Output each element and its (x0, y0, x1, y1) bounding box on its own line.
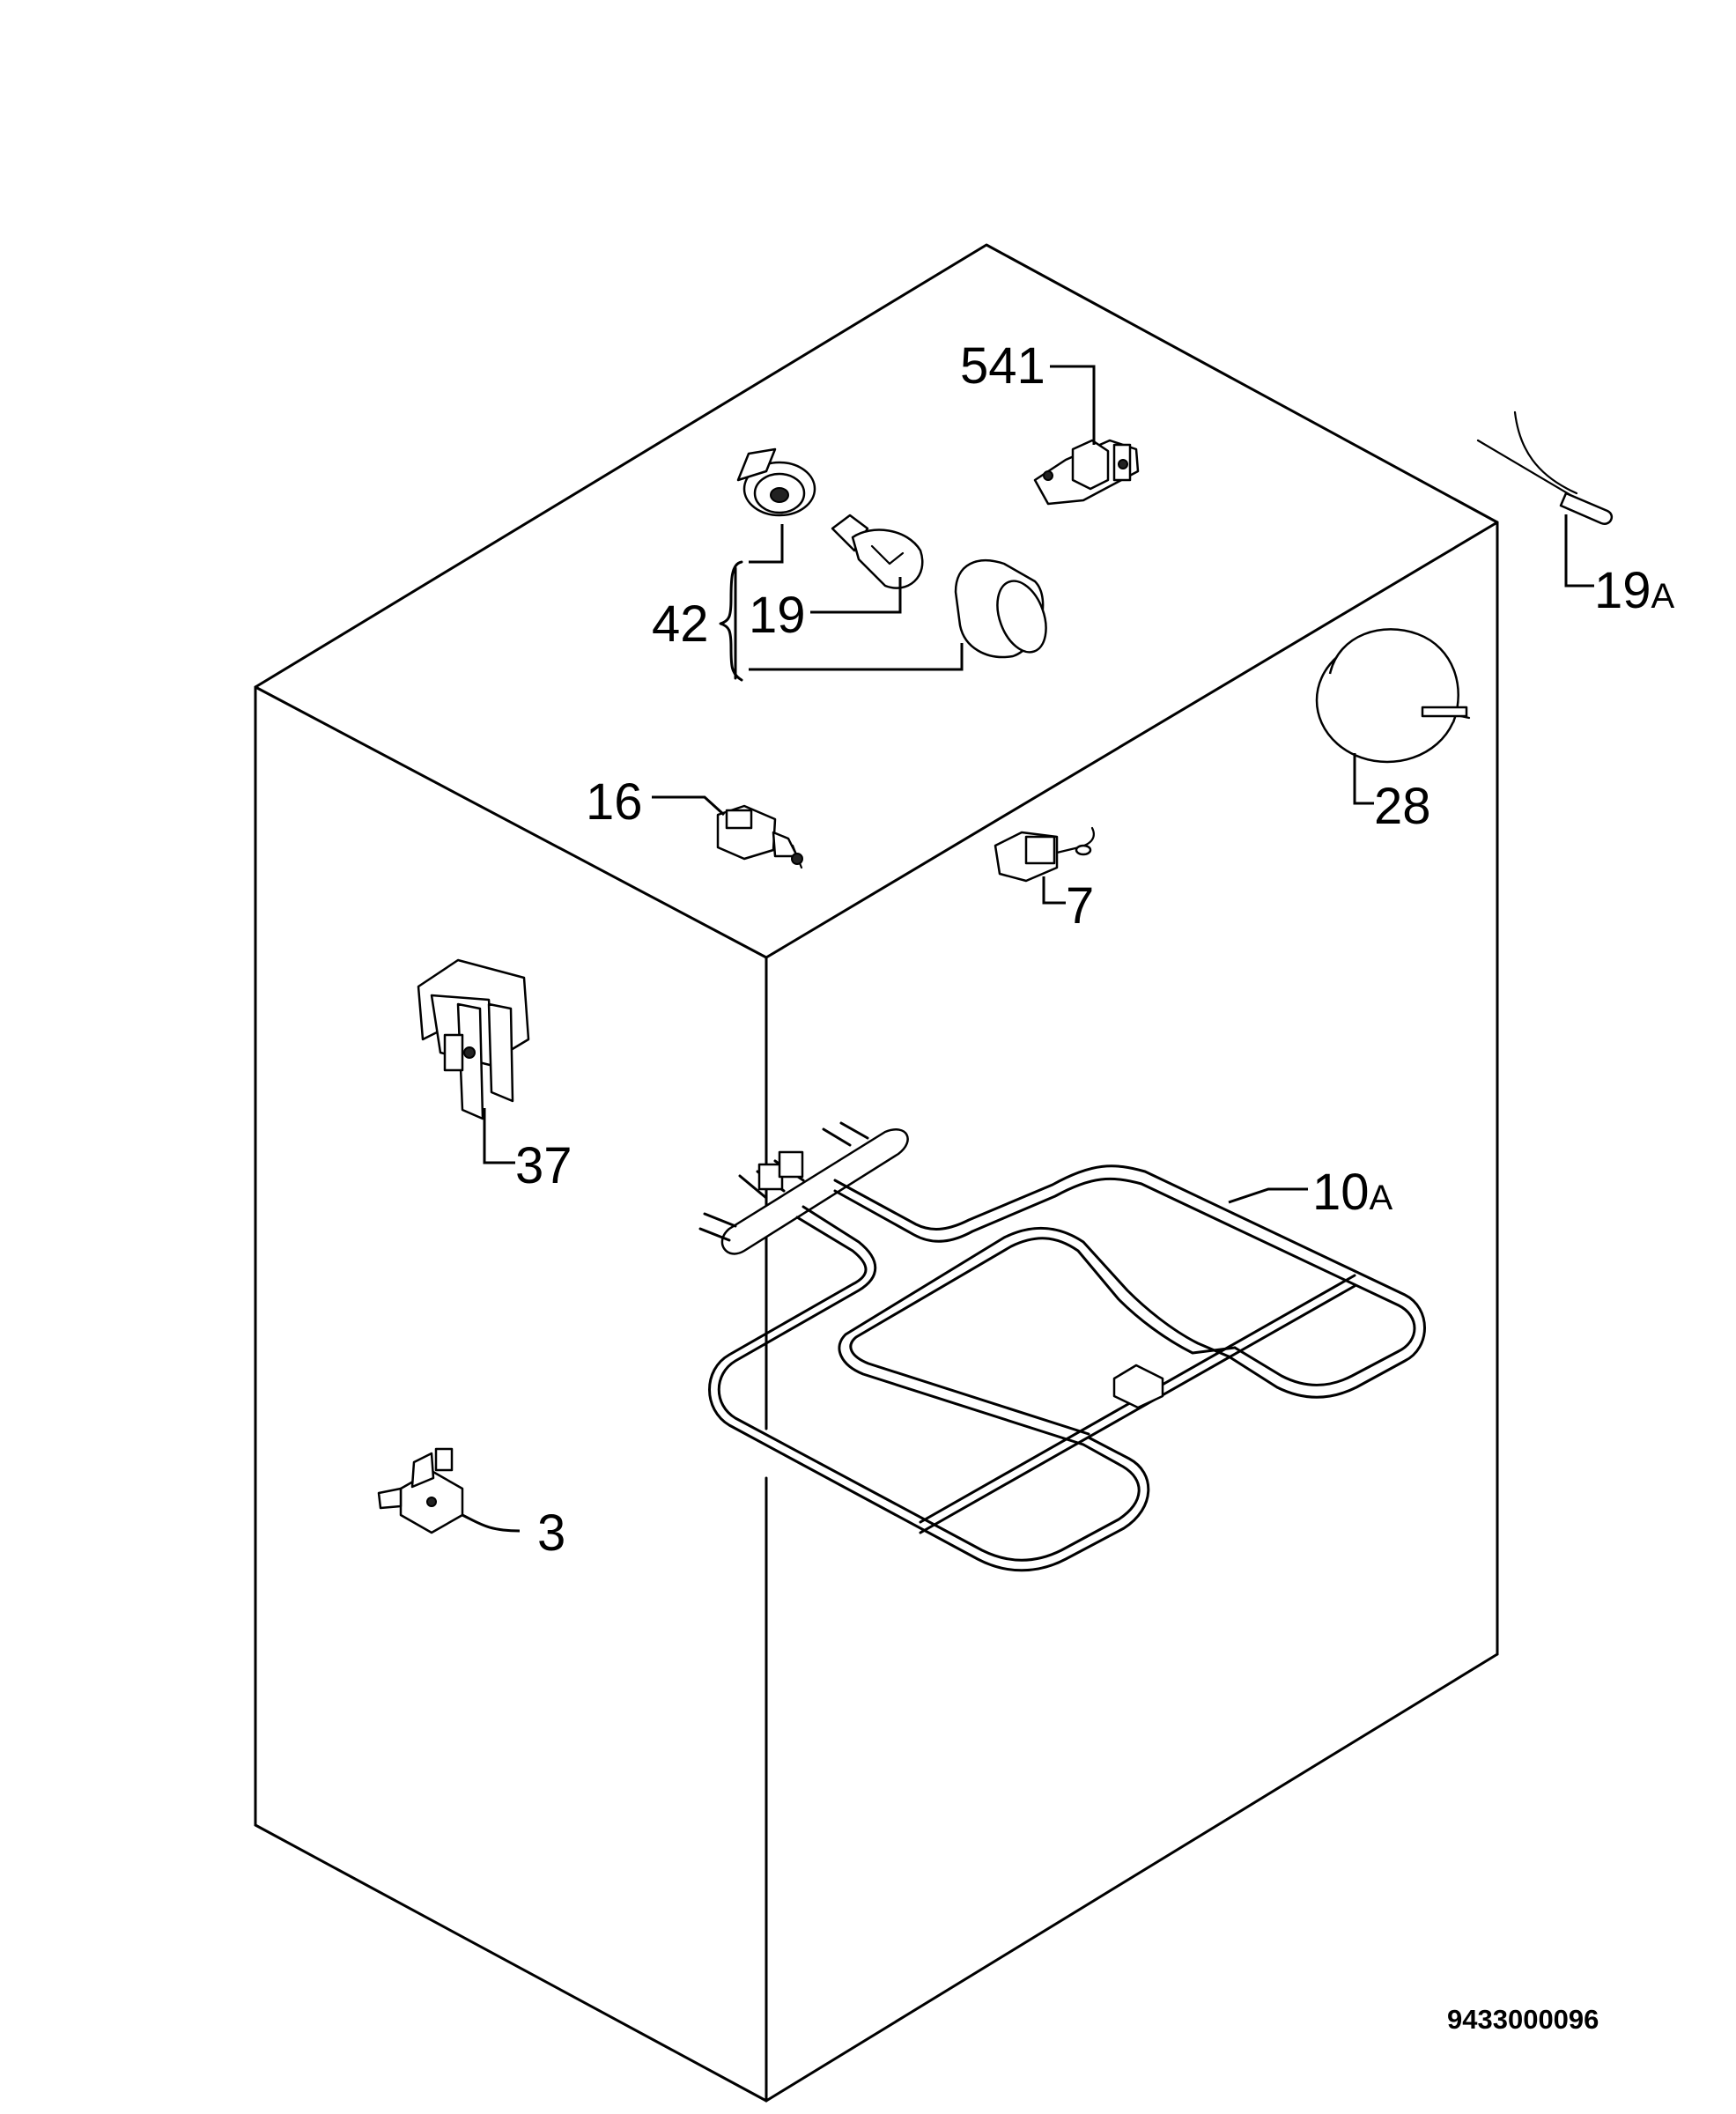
drawing-number: 9433000096 (1447, 2004, 1599, 2035)
terminal-block-541 (1033, 439, 1140, 506)
label-19A: 19A (1594, 562, 1675, 619)
micro-switch-7 (994, 826, 1095, 883)
push-switch-16 (716, 804, 803, 869)
heating-element-10A (698, 1121, 1426, 1572)
label-19: 19 (749, 587, 806, 644)
bracket-37 (417, 958, 530, 1120)
label-37: 37 (515, 1137, 573, 1194)
label-28: 28 (1374, 778, 1431, 835)
label-16: 16 (586, 773, 643, 831)
timer-motor-28 (1315, 628, 1471, 764)
label-541: 541 (960, 337, 1045, 395)
label-3: 3 (537, 1504, 565, 1562)
label-10A: 10A (1312, 1164, 1393, 1221)
cabinet-outline (254, 243, 1499, 2103)
label-42: 42 (652, 595, 709, 653)
sensor-probe-19A (1476, 410, 1614, 525)
lamp-bulb-19 (831, 514, 924, 589)
lamp-cover (954, 559, 1047, 659)
lamp-holder (736, 447, 816, 517)
connector-relay-3 (377, 1447, 464, 1534)
label-7: 7 (1066, 877, 1094, 935)
